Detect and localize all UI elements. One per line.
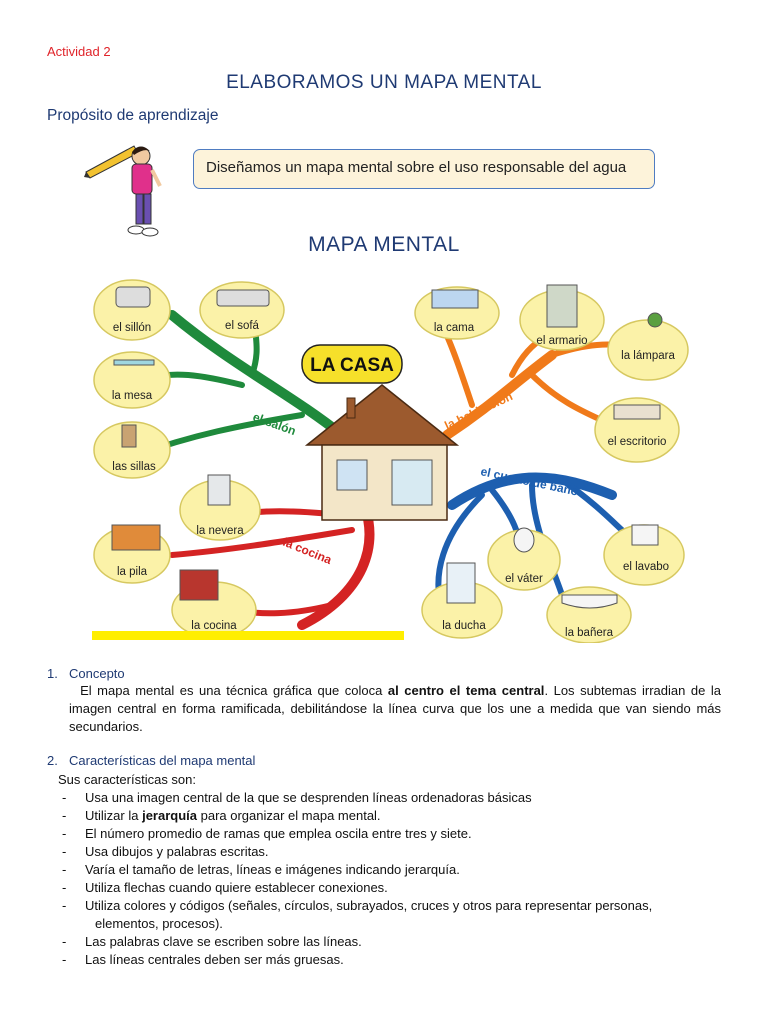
node-label-sillas: las sillas — [112, 461, 156, 473]
shower-icon — [446, 562, 476, 604]
node-label-vater: el váter — [505, 573, 543, 585]
sofa-icon — [216, 289, 270, 307]
characteristics-list: Usa una imagen central de la que se desp… — [62, 789, 722, 969]
mind-map-illustration: LA CASA el salón la habitación el cuarto… — [92, 279, 689, 643]
node-label-lampara: la lámpara — [621, 350, 675, 362]
toilet-icon — [513, 527, 535, 553]
map-center-label: LA CASA — [310, 355, 394, 376]
node-sillon — [93, 279, 171, 341]
section-concepto-heading: 1. Concepto — [47, 666, 125, 681]
section-heading-text: Concepto — [69, 666, 125, 681]
purpose-box: Diseñamos un mapa mental sobre el uso re… — [193, 149, 655, 189]
washbasin-icon — [631, 524, 659, 546]
page-title: ELABORAMOS UN MAPA MENTAL — [226, 72, 542, 93]
node-label-escritorio: el escritorio — [608, 436, 667, 448]
lamp-icon — [647, 312, 663, 328]
branch-label-habitacion: la habitación — [442, 389, 514, 433]
node-label-pila: la pila — [117, 566, 148, 578]
stove-icon — [179, 569, 219, 601]
map-title: MAPA MENTAL — [308, 233, 460, 256]
list-item: El número promedio de ramas que emplea o… — [62, 825, 722, 843]
chair-icon — [121, 424, 137, 448]
concept-text-start: El mapa mental es una técnica gráfica qu… — [80, 683, 388, 698]
list-item-text: Utilizar la — [85, 808, 143, 823]
concept-text-end: . Los subtemas irradian de la imagen cen… — [69, 683, 721, 734]
section-number: 2. — [47, 753, 58, 768]
list-item: Usa dibujos y palabras escritas. — [62, 843, 722, 861]
list-item: Varía el tamaño de letras, líneas e imág… — [62, 861, 722, 879]
list-item: Las palabras clave se escriben sobre las… — [62, 933, 722, 951]
section-caracteristicas-heading: 2. Características del mapa mental — [47, 753, 255, 768]
node-sillas — [93, 421, 171, 479]
list-item-text: para organizar el mapa mental. — [197, 808, 381, 823]
node-label-mesa: la mesa — [112, 390, 153, 402]
purpose-heading: Propósito de aprendizaje — [47, 107, 219, 124]
node-label-lavabo: el lavabo — [623, 561, 669, 573]
list-item: Utilizar la jerarquía para organizar el … — [62, 807, 722, 825]
armchair-icon — [115, 286, 151, 308]
concept-text-bold: al centro el tema central — [387, 683, 545, 698]
node-label-cama: la cama — [434, 322, 475, 334]
table-icon — [113, 359, 155, 366]
node-label-banera: la bañera — [565, 627, 614, 639]
pencil-boy-illustration — [84, 145, 162, 237]
list-item: Las líneas centrales deben ser más grues… — [62, 951, 722, 969]
desk-icon — [613, 404, 661, 420]
wardrobe-icon — [546, 284, 578, 328]
section-number: 1. — [47, 666, 58, 681]
node-mesa — [93, 351, 171, 409]
list-item-text: Utiliza colores y códigos (señales, círc… — [85, 898, 653, 913]
sink-cabinet-icon — [111, 524, 161, 551]
node-label-sofa: el sofá — [225, 320, 259, 332]
bed-icon — [431, 289, 479, 309]
house-illustration: LA CASA — [301, 344, 460, 521]
node-label-armario: el armario — [536, 335, 587, 347]
list-item-bold: jerarquía — [142, 808, 197, 823]
list-item: Utiliza flechas cuando quiere establecer… — [62, 879, 722, 897]
node-label-cocina: la cocina — [191, 620, 237, 632]
concept-paragraph: El mapa mental es una técnica gráfica qu… — [69, 682, 721, 736]
fridge-icon — [207, 474, 231, 506]
list-item: Utiliza colores y códigos (señales, círc… — [62, 897, 722, 933]
node-label-ducha: la ducha — [442, 620, 486, 632]
activity-label: Actividad 2 — [47, 44, 111, 59]
bathtub-icon — [561, 594, 618, 609]
section-heading-text: Características del mapa mental — [69, 753, 256, 768]
node-label-nevera: la nevera — [196, 525, 244, 537]
characteristics-intro: Sus características son: — [58, 772, 196, 787]
node-label-sillon: el sillón — [113, 322, 151, 334]
highlight-bar — [92, 631, 404, 640]
list-item: Usa una imagen central de la que se desp… — [62, 789, 722, 807]
list-item-continuation: elementos, procesos). — [95, 916, 223, 931]
